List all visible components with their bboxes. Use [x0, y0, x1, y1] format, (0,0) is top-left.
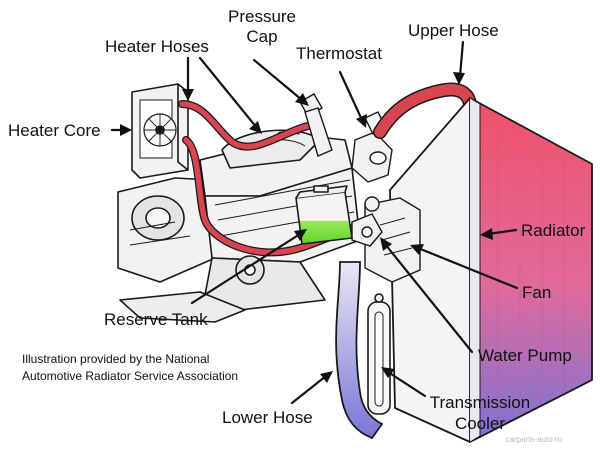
label-radiator: Radiator [521, 221, 586, 240]
radiator [389, 97, 593, 443]
label-lower-hose: Lower Hose [222, 408, 313, 427]
radiator-core-lines [497, 118, 565, 428]
arrow-water-pump [380, 237, 474, 354]
label-transmission-cooler-line2: Cooler [454, 414, 506, 433]
label-heater-core: Heater Core [8, 121, 101, 140]
label-water-pump: Water Pump [478, 346, 572, 365]
arrow-heater-hoses-1 [182, 56, 194, 101]
arrow-transmission-cooler [381, 367, 427, 398]
label-transmission-cooler-line1: Transmission [429, 393, 531, 412]
credit-line-2: Automotive Radiator Service Association [22, 369, 239, 383]
label-heater-hoses: Heater Hoses [105, 37, 209, 56]
pressure-cap [299, 93, 333, 157]
label-upper-hose: Upper Hose [408, 21, 499, 40]
arrow-heater-hoses-2 [198, 56, 262, 134]
upper-hose [373, 82, 477, 139]
arrow-heater-core [110, 124, 132, 136]
arrow-fan [410, 244, 519, 290]
arrow-reserve-tank [190, 229, 307, 305]
label-fan: Fan [522, 283, 552, 302]
watermark: carparts-auto.ru [505, 435, 562, 444]
arrow-lower-hose [290, 371, 333, 405]
arrow-upper-hose [453, 40, 465, 85]
arrow-pressure-cap [252, 58, 309, 106]
label-pressure-cap-line1: Pressure [227, 7, 297, 26]
arrow-thermostat [338, 70, 367, 128]
leader-arrows [110, 40, 519, 405]
label-thermostat: Thermostat [296, 44, 382, 63]
arrow-radiator [480, 228, 518, 240]
illustration-credit: Illustration provided by the National Au… [22, 351, 238, 385]
lower-hose [335, 261, 384, 440]
heater-core [131, 83, 189, 179]
label-pressure-cap-line2: Cap [246, 27, 278, 46]
credit-line-1: Illustration provided by the National [22, 352, 210, 366]
reserve-tank [295, 185, 353, 245]
transmission-cooler [367, 293, 391, 415]
fan [364, 197, 421, 283]
label-reserve-tank: Reserve Tank [104, 310, 208, 329]
